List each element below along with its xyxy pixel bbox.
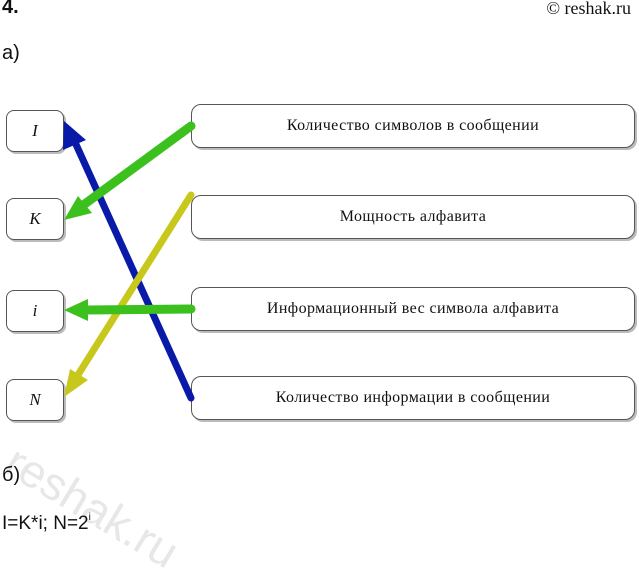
- desc-box-alphabet-power: Мощность алфавита: [191, 195, 635, 239]
- arrow-blue-information-to-I: [63, 121, 195, 402]
- arrow-yellow-power-to-N: [64, 191, 195, 397]
- desc-box-information-amount: Количество информации в сообщении: [191, 376, 635, 420]
- arrow-green-symbols-to-K: [64, 121, 196, 220]
- formula-main: I=K*i; N=2: [2, 513, 89, 534]
- symbol-box-K: K: [6, 198, 64, 240]
- formula-exponent: i: [88, 512, 91, 523]
- task-number: 4.: [2, 0, 19, 18]
- desc-box-message-symbols: Количество символов в сообщении: [191, 104, 635, 148]
- symbol-box-N: N: [6, 379, 64, 421]
- part-a-label: а): [2, 42, 20, 64]
- symbol-box-I: I: [6, 110, 64, 152]
- part-b-label: б): [2, 464, 21, 486]
- watermark-logo: reshak.ru: [0, 434, 188, 579]
- arrow-green-weight-to-i: [64, 299, 196, 321]
- copyright-label: © reshak.ru: [546, 0, 631, 18]
- desc-box-symbol-weight: Информационный вес символа алфавита: [191, 287, 635, 331]
- symbol-box-i: i: [6, 290, 64, 332]
- connection-arrows: [63, 121, 196, 402]
- formula: I=K*i; N=2i: [2, 512, 91, 535]
